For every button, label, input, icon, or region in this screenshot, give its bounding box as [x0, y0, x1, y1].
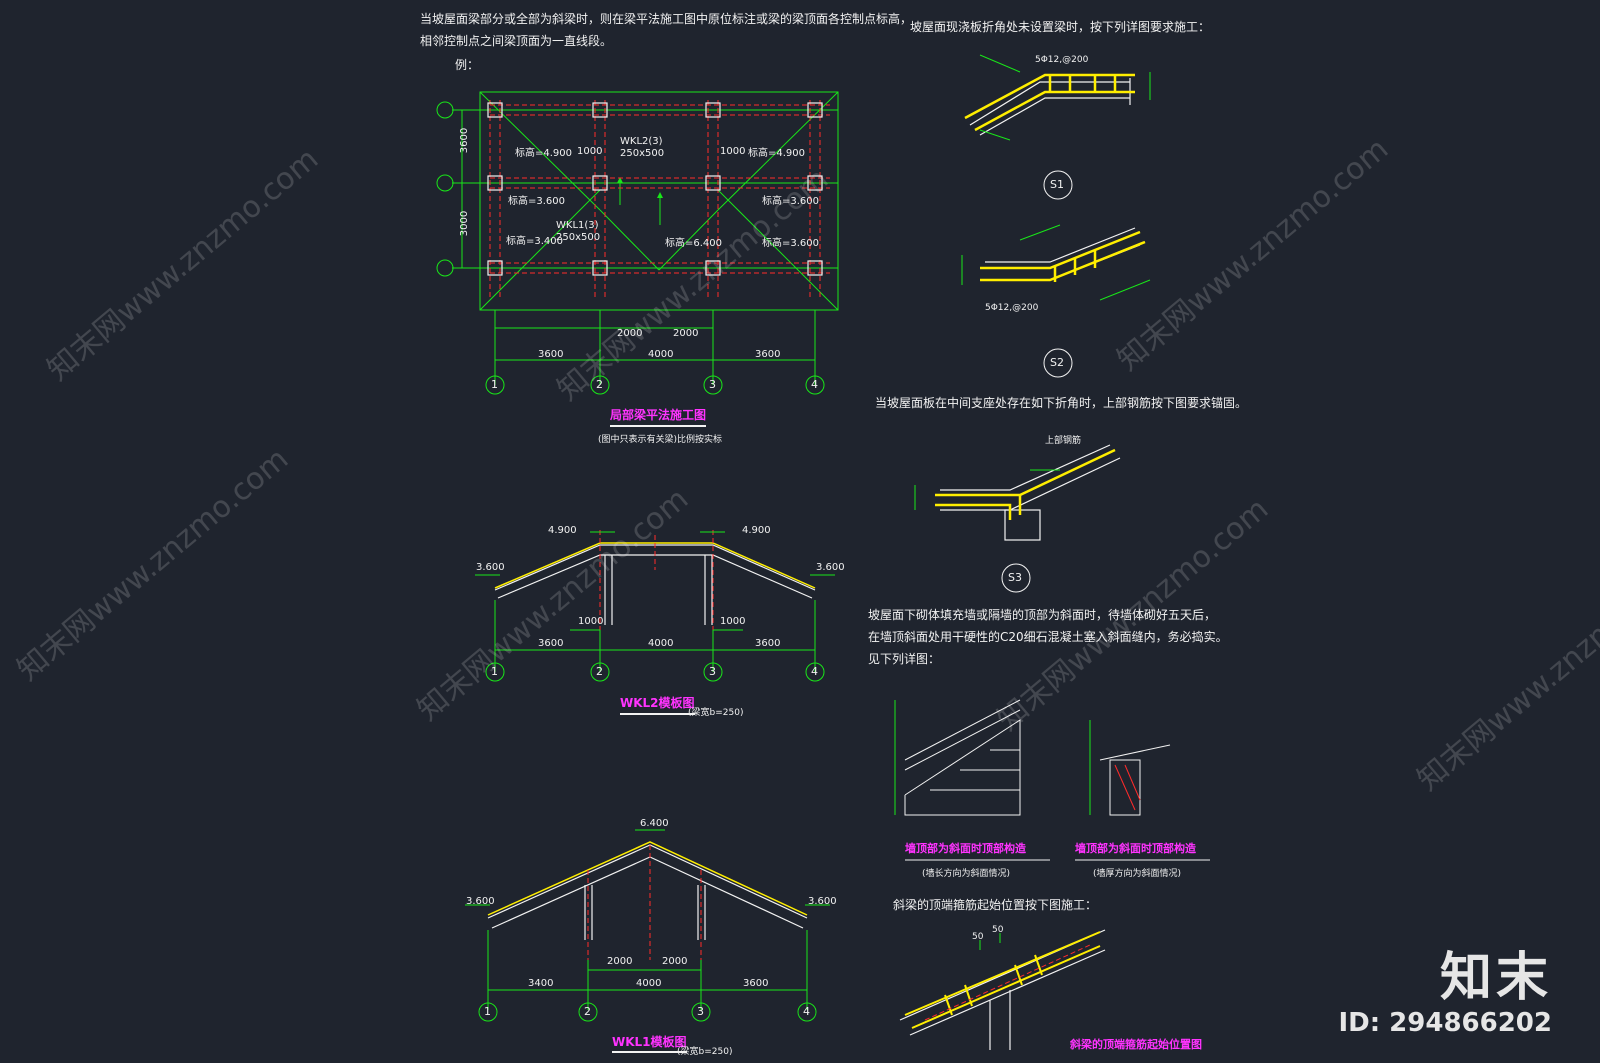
- note-top-left-2: 相邻控制点之间梁顶面为一直线段。: [420, 34, 613, 48]
- wkl2-axis-4: 4: [811, 665, 818, 678]
- wkl2-elevation: [475, 530, 835, 682]
- detail-s2: [961, 224, 1151, 378]
- plan-title: 局部梁平法施工图: [610, 406, 707, 427]
- plan-axis-2: 2: [596, 378, 603, 391]
- plan-dim-inner-1: 2000: [617, 328, 643, 339]
- wkl2-axis-1: 1: [491, 665, 498, 678]
- plan-wkl2-size: 250x500: [620, 148, 665, 159]
- detail-s2-tag: S2: [1050, 356, 1064, 369]
- wkl2-title: WKL2模板图: [620, 694, 695, 715]
- plan-el-3400: 标高=3.400: [506, 236, 564, 247]
- wall-details: [894, 699, 1210, 861]
- wkl2-dim-2: 4000: [648, 638, 674, 649]
- wall-subtitle-1: (墙长方向为斜面情况): [922, 869, 1011, 879]
- plan-dim-2: 4000: [648, 349, 674, 360]
- plan-el-3600-b: 标高=3.600: [762, 196, 820, 207]
- wkl1-dim-3: 3600: [743, 978, 769, 989]
- wkl2-dim-1000-right: 1000: [720, 616, 746, 627]
- wall-title-1: 墙顶部为斜面时顶部构造: [905, 842, 1026, 855]
- wkl1-axis-4: 4: [803, 1005, 810, 1018]
- wkl2-axis-2: 2: [596, 665, 603, 678]
- note-example: 例：: [455, 58, 480, 72]
- wkl1-title: WKL1模板图: [612, 1033, 687, 1053]
- plan-wkl1-size: 250x500: [556, 232, 601, 243]
- note-top-right: 坡屋面现浇板折角处未设置梁时，按下列详图要求施工：: [910, 20, 1211, 34]
- plan-wkl1-label: WKL1(3): [556, 220, 599, 231]
- plan-axis-bubbles: [436, 101, 825, 395]
- plan-dim-1: 3600: [538, 349, 564, 360]
- wkl1-axis-2: 2: [584, 1005, 591, 1018]
- note-top-left-1: 当坡屋面梁部分或全部为斜梁时，则在梁平法施工图中原位标注或梁的梁顶面各控制点标高…: [420, 12, 913, 26]
- wkl1-el-right: 3.600: [808, 896, 837, 907]
- plan-dim-3: 3600: [755, 349, 781, 360]
- plan-axis-1: 1: [491, 378, 498, 391]
- plan-wkl2-label: WKL2(3): [620, 136, 663, 147]
- beam-dim-1: 50: [972, 932, 984, 942]
- plan-axis-4: 4: [811, 378, 818, 391]
- wkl1-dim-inner-2: 2000: [662, 956, 688, 967]
- wall-title-2: 墙顶部为斜面时顶部构造: [1075, 842, 1196, 855]
- wkl2-dim-1000-left: 1000: [578, 616, 604, 627]
- wkl2-el-top-left: 4.900: [548, 525, 577, 536]
- plan-el-3600-a: 标高=3.600: [508, 196, 566, 207]
- wkl2-dim-1: 3600: [538, 638, 564, 649]
- plan-dim-1000-right: 1000: [720, 146, 746, 157]
- plan-el-3600-r: 标高=3.600: [762, 238, 820, 249]
- beam-dim-2: 50: [992, 925, 1004, 935]
- wkl2-el-top-right: 4.900: [742, 525, 771, 536]
- plan-el-6400: 标高=6.400: [665, 238, 723, 249]
- wkl1-subtitle: (梁宽b=250): [677, 1047, 733, 1057]
- wkl2-el-right: 3.600: [816, 562, 845, 573]
- wkl1-axis-3: 3: [697, 1005, 704, 1018]
- plan-el-4900-left: 标高=4.900: [515, 148, 573, 159]
- plan-dim-left-1: 3600: [459, 127, 471, 154]
- wkl1-axis-1: 1: [484, 1005, 491, 1018]
- wkl1-dim-2: 4000: [636, 978, 662, 989]
- plan-view: [452, 91, 839, 385]
- wkl1-elevation: [465, 829, 830, 1022]
- wkl2-el-left: 3.600: [476, 562, 505, 573]
- plan-dim-left-2: 3000: [459, 210, 471, 237]
- detail-s1-tag: S1: [1050, 178, 1064, 191]
- beam-title: 斜梁的顶端箍筋起始位置图: [1070, 1038, 1202, 1051]
- note-wall-2: 在墙顶斜面处用干硬性的C20细石混凝土塞入斜面缝内，务必捣实。: [868, 630, 1228, 644]
- wkl1-el-peak: 6.400: [640, 818, 669, 829]
- detail-s1: [964, 54, 1151, 200]
- plan-beams: [487, 100, 830, 300]
- wkl1-el-left: 3.600: [466, 896, 495, 907]
- note-wall-3: 见下列详图：: [868, 652, 941, 666]
- beam-stirrup-detail: [899, 929, 1106, 1050]
- wkl1-dim-1: 3400: [528, 978, 554, 989]
- note-wall-1: 坡屋面下砌体填充墙或隔墙的顶部为斜面时，待墙体砌好五天后，: [868, 608, 1217, 622]
- detail-s3: [914, 444, 1121, 593]
- note-beam: 斜梁的顶端箍筋起始位置按下图施工：: [893, 898, 1098, 912]
- plan-dim-inner-2: 2000: [673, 328, 699, 339]
- wall-subtitle-2: (墙厚方向为斜面情况): [1093, 869, 1182, 879]
- wkl1-dim-inner-1: 2000: [607, 956, 633, 967]
- wkl2-axis-3: 3: [709, 665, 716, 678]
- note-mid-right: 当坡屋面板在中间支座处存在如下折角时，上部钢筋按下图要求锚固。: [875, 396, 1248, 410]
- brand-logo: 知末: [1439, 948, 1552, 1008]
- plan-dim-1000-left: 1000: [577, 146, 603, 157]
- detail-s3-label: 上部钢筋: [1045, 436, 1082, 446]
- wkl2-dim-3: 3600: [755, 638, 781, 649]
- brand-id: ID: 294866202: [1338, 1008, 1552, 1038]
- detail-s3-tag: S3: [1008, 571, 1022, 584]
- wkl2-subtitle: (梁宽b=250): [688, 708, 744, 718]
- plan-axis-3: 3: [709, 378, 716, 391]
- detail-s2-rebar: 5Φ12,@200: [985, 303, 1039, 313]
- plan-el-4900-right: 标高=4.900: [748, 148, 806, 159]
- plan-subtitle: (图中只表示有关梁)比例按实标: [598, 435, 723, 445]
- detail-s1-rebar: 5Φ12,@200: [1035, 55, 1089, 65]
